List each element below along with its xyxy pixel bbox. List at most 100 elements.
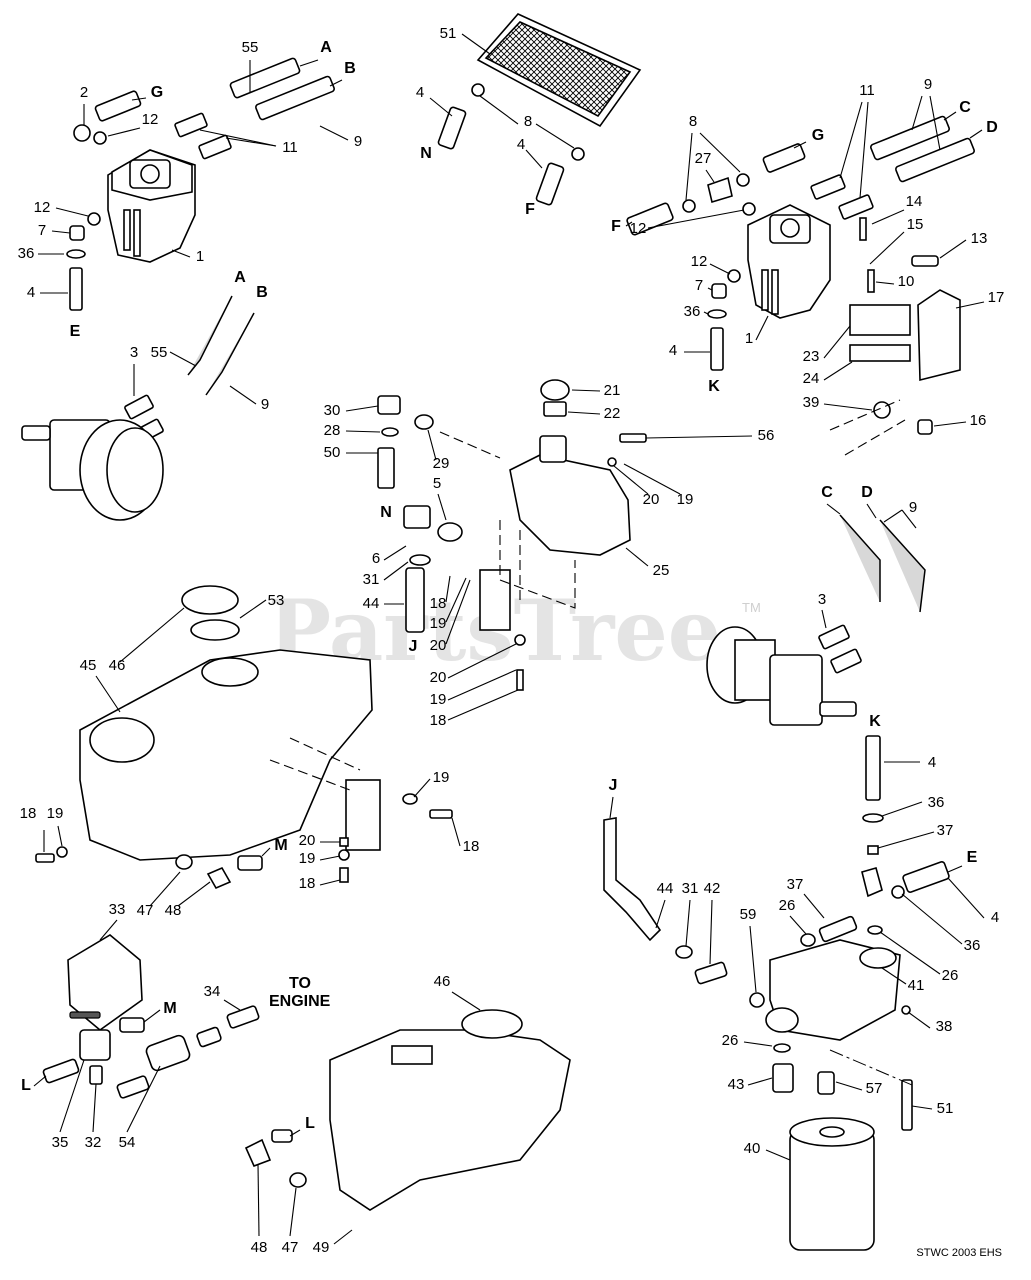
fittings-left-top <box>66 57 335 311</box>
part-number-callout: 33 <box>109 901 126 918</box>
part-number-callout: 46 <box>434 973 451 990</box>
part-number-callout: 12 <box>142 111 159 128</box>
to-engine-label-line2: ENGINE <box>269 993 331 1010</box>
part-number-callout: 7 <box>38 222 46 239</box>
part-number-callout: 18 <box>299 875 316 892</box>
part-number-callout: 55 <box>242 39 259 56</box>
part-number-callout: 9 <box>909 499 917 516</box>
part-number-callout: 18 <box>20 805 37 822</box>
part-number-callout: 9 <box>261 396 269 413</box>
fuel-tank-lower <box>244 1009 571 1211</box>
part-number-callout: 10 <box>898 273 915 290</box>
connection-letter: C <box>959 99 971 116</box>
part-number-callout: 31 <box>682 880 699 897</box>
part-number-callout: 20 <box>430 637 447 654</box>
part-number-callout: 3 <box>130 344 138 361</box>
part-number-callout: 51 <box>937 1100 954 1117</box>
part-number-callout: 56 <box>758 427 775 444</box>
part-number-callout: 19 <box>677 491 694 508</box>
connection-letter: K <box>869 713 881 730</box>
part-number-callout: 48 <box>165 902 182 919</box>
connection-letter: B <box>256 284 268 301</box>
connection-letter: J <box>409 638 418 655</box>
bracket-right <box>829 217 961 456</box>
wheel-motor-left <box>21 295 255 521</box>
diagram-code: STWC 2003 EHS <box>916 1247 1002 1259</box>
part-number-callout: 31 <box>363 571 380 588</box>
part-number-callout: 27 <box>695 150 712 167</box>
part-number-callout: 4 <box>669 342 677 359</box>
part-number-callout: 32 <box>85 1134 102 1151</box>
connection-letter: D <box>861 484 873 501</box>
part-number-callout: 59 <box>740 906 757 923</box>
part-number-callout: 40 <box>744 1140 761 1157</box>
part-number-callout: 44 <box>657 880 674 897</box>
connection-letter: M <box>274 837 287 854</box>
connection-letter: G <box>151 84 163 101</box>
part-number-callout: 7 <box>695 277 703 294</box>
part-number-callout: 37 <box>937 822 954 839</box>
part-number-callout: 8 <box>524 113 532 130</box>
part-number-callout: 42 <box>704 880 721 897</box>
part-number-callout: 15 <box>907 216 924 233</box>
part-number-callout: 4 <box>517 136 525 153</box>
part-number-callout: 44 <box>363 595 380 612</box>
part-number-callout: 20 <box>299 832 316 849</box>
part-number-callout: 4 <box>27 284 35 301</box>
part-number-callout: 36 <box>928 794 945 811</box>
part-number-callout: 30 <box>324 402 341 419</box>
connection-letter: G <box>812 127 824 144</box>
part-number-callout: 16 <box>970 412 987 429</box>
part-number-callout: 45 <box>80 657 97 674</box>
connection-letter: A <box>234 269 246 286</box>
part-number-callout: 43 <box>728 1076 745 1093</box>
connection-letter: E <box>967 849 978 866</box>
to-engine-label-line1: TO <box>289 975 311 992</box>
part-number-callout: 13 <box>971 230 988 247</box>
connection-letter: M <box>163 1000 176 1017</box>
part-number-callout: 26 <box>779 897 796 914</box>
part-number-callout: 51 <box>440 25 457 42</box>
part-number-callout: 4 <box>416 84 424 101</box>
part-number-callout: 11 <box>282 139 298 156</box>
connection-letter: F <box>611 218 621 235</box>
part-number-callout: 36 <box>964 937 981 954</box>
part-number-callout: 4 <box>928 754 936 771</box>
part-number-callout: 19 <box>430 691 447 708</box>
part-number-callout: 14 <box>906 193 923 210</box>
part-number-callout: 53 <box>268 592 285 609</box>
part-number-callout: 12 <box>630 220 647 237</box>
part-number-callout: 1 <box>745 330 753 347</box>
part-number-callout: 11 <box>859 82 875 99</box>
part-number-callout: 12 <box>691 253 708 270</box>
part-number-callout: 4 <box>991 909 999 926</box>
part-number-callout: 34 <box>204 983 221 1000</box>
part-number-callout: 29 <box>433 455 450 472</box>
part-number-callout: 9 <box>924 76 932 93</box>
part-number-callout: 22 <box>604 405 621 422</box>
connection-letter: F <box>525 201 535 218</box>
pump-left <box>107 149 196 263</box>
part-number-callout: 35 <box>52 1134 69 1151</box>
connection-letter: N <box>380 504 392 521</box>
part-number-callout: 48 <box>251 1239 268 1256</box>
part-number-callout: 8 <box>689 113 697 130</box>
oil-cooler <box>437 13 642 206</box>
part-number-callout: 57 <box>866 1080 883 1097</box>
part-number-callout: 21 <box>604 382 621 399</box>
part-number-callout: 47 <box>282 1239 299 1256</box>
part-number-callout: 23 <box>803 348 820 365</box>
fuel-valve-assembly <box>42 934 260 1099</box>
part-number-callout: 3 <box>818 591 826 608</box>
part-number-callout: 18 <box>430 712 447 729</box>
part-number-callout: 26 <box>942 967 959 984</box>
connection-letter: D <box>986 119 998 136</box>
part-number-callout: 25 <box>653 562 670 579</box>
part-number-callout: 41 <box>908 977 925 994</box>
connection-letter: C <box>821 484 833 501</box>
part-number-callout: 38 <box>936 1018 953 1035</box>
part-number-callout: 55 <box>151 344 168 361</box>
watermark-trademark: TM <box>742 600 761 615</box>
